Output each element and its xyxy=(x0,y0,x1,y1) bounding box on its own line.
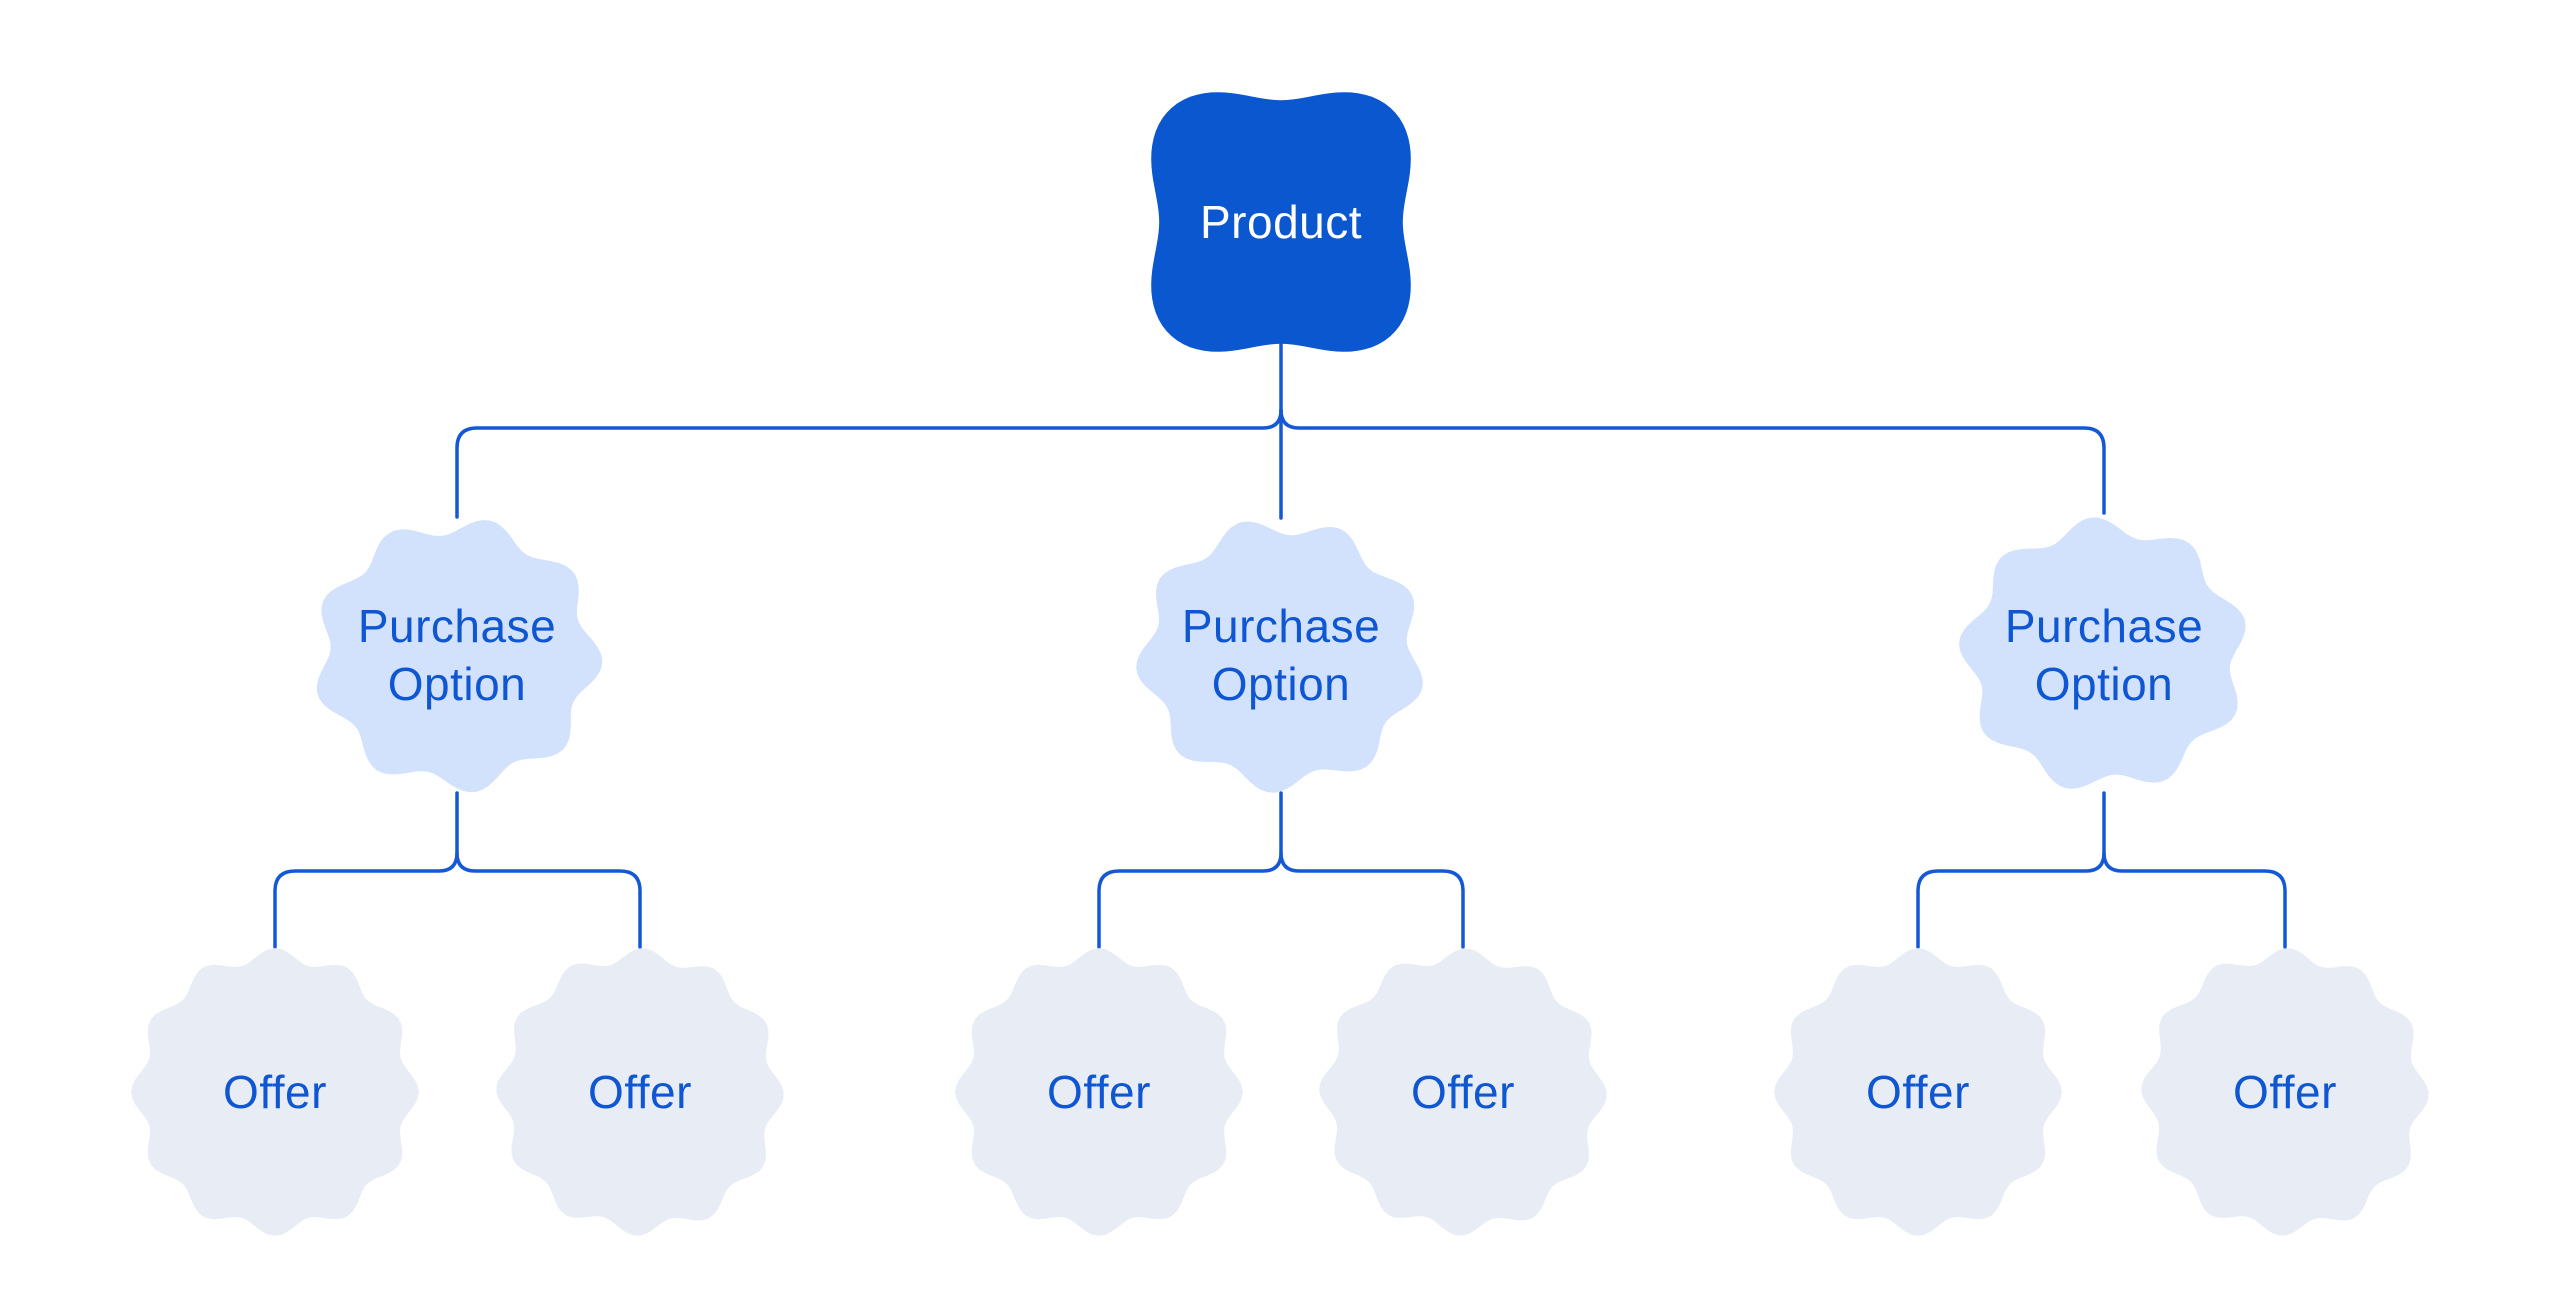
node-offer-4-label: Offer xyxy=(1411,1066,1515,1118)
node-offer-3-label: Offer xyxy=(1047,1066,1151,1118)
connector-po3-to-offer5 xyxy=(1916,791,2106,949)
node-offer-3-blob xyxy=(955,948,1243,1236)
node-offer-2-label: Offer xyxy=(588,1066,692,1118)
node-purchase-option-3-label: Purchase Option xyxy=(2004,600,2204,710)
connector-level-1 xyxy=(455,340,2106,520)
node-purchase-option-1-label: Purchase Option xyxy=(357,600,557,710)
connector-po3-to-offer6 xyxy=(2102,851,2287,949)
node-purchase-option-1-blob xyxy=(316,520,603,793)
connector-po2-to-offer3 xyxy=(1097,791,1283,949)
node-offer-5-label: Offer xyxy=(1866,1066,1970,1118)
connector-product-to-left-purchase-option xyxy=(455,408,1283,519)
node-purchase-option-3-blob xyxy=(1959,517,2246,789)
node-purchase-option-2-label: Purchase Option xyxy=(1181,600,1381,710)
connector-po1-to-offer1 xyxy=(273,791,459,949)
node-purchase-option-2-blob xyxy=(1136,521,1423,793)
node-offer-2-blob xyxy=(496,948,784,1236)
connector-level-2 xyxy=(273,791,2287,949)
node-offer-1-label: Offer xyxy=(223,1066,327,1118)
node-offer-6-blob xyxy=(2141,948,2429,1236)
connector-product-to-right-purchase-option xyxy=(1279,408,2106,515)
node-offer-6-label: Offer xyxy=(2233,1066,2337,1118)
node-product-blob xyxy=(1151,92,1411,352)
connector-po1-to-offer2 xyxy=(455,851,642,949)
node-offer-4-blob xyxy=(1319,948,1607,1236)
connector-po2-to-offer4 xyxy=(1279,851,1465,949)
node-offer-1-blob xyxy=(131,948,419,1236)
node-offer-5-blob xyxy=(1774,948,2062,1236)
node-product-label: Product xyxy=(1199,196,1363,248)
